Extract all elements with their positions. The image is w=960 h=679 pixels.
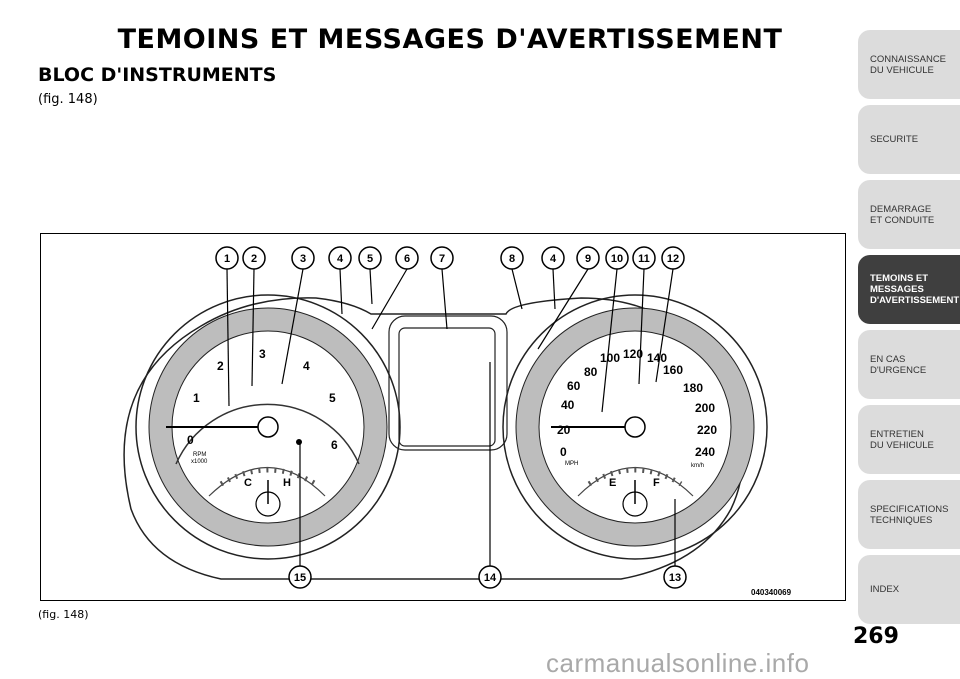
svg-text:200: 200 bbox=[695, 401, 715, 415]
svg-text:F: F bbox=[653, 477, 660, 489]
svg-text:7: 7 bbox=[439, 253, 445, 265]
svg-text:E: E bbox=[609, 477, 616, 489]
svg-text:80: 80 bbox=[584, 365, 598, 379]
svg-text:1: 1 bbox=[193, 391, 200, 405]
figure-reference: (fig. 148) bbox=[38, 92, 98, 107]
svg-text:12: 12 bbox=[667, 253, 679, 265]
tab-connaissance-du-vehicule[interactable]: CONNAISSANCE DU VEHICULE bbox=[858, 30, 960, 99]
callout-lines bbox=[226, 268, 676, 566]
center-display bbox=[398, 327, 496, 447]
svg-text:0: 0 bbox=[187, 433, 194, 447]
svg-text:240: 240 bbox=[695, 445, 715, 459]
svg-text:15: 15 bbox=[294, 572, 306, 584]
svg-text:20: 20 bbox=[557, 423, 571, 437]
svg-text:H: H bbox=[283, 477, 291, 489]
svg-text:160: 160 bbox=[663, 363, 683, 377]
svg-text:1: 1 bbox=[224, 253, 230, 265]
tab-en-cas-d-urgence[interactable]: EN CAS D'URGENCE bbox=[858, 330, 960, 399]
svg-text:14: 14 bbox=[484, 572, 497, 584]
speedometer: E F MPH km/h 0 20 40 60 80 100 120 140 1… bbox=[502, 294, 768, 560]
chapter-tabs: CONNAISSANCE DU VEHICULE SECURITE DEMARR… bbox=[858, 30, 960, 624]
callout-markers bbox=[215, 246, 687, 589]
tab-index[interactable]: INDEX bbox=[858, 555, 960, 624]
instrument-cluster-diagram: C H RPM x1000 0 1 2 3 4 5 6 E F MPH bbox=[123, 246, 792, 597]
svg-text:6: 6 bbox=[404, 253, 410, 265]
center-display-frame bbox=[388, 315, 508, 451]
indicator-dot bbox=[296, 439, 302, 445]
watermark: carmanualsonline.info bbox=[546, 648, 810, 678]
tab-temoins-et-messages[interactable]: TEMOINS ET MESSAGES D'AVERTISSEMENT bbox=[858, 255, 960, 324]
svg-text:140: 140 bbox=[647, 351, 667, 365]
svg-text:2: 2 bbox=[217, 359, 224, 373]
tab-specifications-techniques[interactable]: SPECIFICATIONS TECHNIQUES bbox=[858, 480, 960, 549]
svg-text:MPH: MPH bbox=[565, 461, 578, 467]
svg-text:6: 6 bbox=[331, 438, 338, 452]
svg-text:100: 100 bbox=[600, 351, 620, 365]
svg-text:x1000: x1000 bbox=[191, 459, 208, 465]
svg-text:3: 3 bbox=[300, 253, 306, 265]
svg-text:11: 11 bbox=[638, 253, 650, 265]
tab-demarrage-et-conduite[interactable]: DEMARRAGE ET CONDUITE bbox=[858, 180, 960, 249]
svg-text:5: 5 bbox=[329, 391, 336, 405]
svg-text:C: C bbox=[244, 477, 252, 489]
svg-text:180: 180 bbox=[683, 381, 703, 395]
svg-text:3: 3 bbox=[259, 347, 266, 361]
svg-text:220: 220 bbox=[697, 423, 717, 437]
svg-text:2: 2 bbox=[251, 253, 257, 265]
svg-text:9: 9 bbox=[585, 253, 591, 265]
tab-entretien-du-vehicule[interactable]: ENTRETIEN DU VEHICULE bbox=[858, 405, 960, 474]
svg-text:4: 4 bbox=[303, 359, 310, 373]
tachometer: C H RPM x1000 0 1 2 3 4 5 6 bbox=[135, 294, 401, 560]
svg-text:4: 4 bbox=[337, 253, 344, 265]
svg-text:8: 8 bbox=[509, 253, 515, 265]
svg-text:120: 120 bbox=[623, 347, 643, 361]
svg-text:4: 4 bbox=[550, 253, 557, 265]
svg-text:5: 5 bbox=[367, 253, 373, 265]
svg-text:40: 40 bbox=[561, 398, 575, 412]
figure-caption: (fig. 148) bbox=[38, 608, 89, 621]
svg-text:60: 60 bbox=[567, 379, 581, 393]
svg-text:km/h: km/h bbox=[691, 463, 704, 469]
callout-numbers: 1 2 3 4 5 6 7 8 4 9 10 11 12 15 14 13 bbox=[224, 253, 681, 584]
svg-text:10: 10 bbox=[611, 253, 623, 265]
section-title: BLOC D'INSTRUMENTS bbox=[38, 64, 277, 86]
page-number: 269 bbox=[853, 624, 899, 649]
page-title: TEMOINS ET MESSAGES D'AVERTISSEMENT bbox=[117, 24, 783, 55]
svg-text:RPM: RPM bbox=[193, 452, 206, 458]
figure-code: 040340069 bbox=[751, 588, 792, 597]
svg-text:0: 0 bbox=[560, 445, 567, 459]
instrument-cluster-figure: C H RPM x1000 0 1 2 3 4 5 6 E F MPH bbox=[40, 233, 846, 601]
svg-text:13: 13 bbox=[669, 572, 681, 584]
tab-securite[interactable]: SECURITE bbox=[858, 105, 960, 174]
